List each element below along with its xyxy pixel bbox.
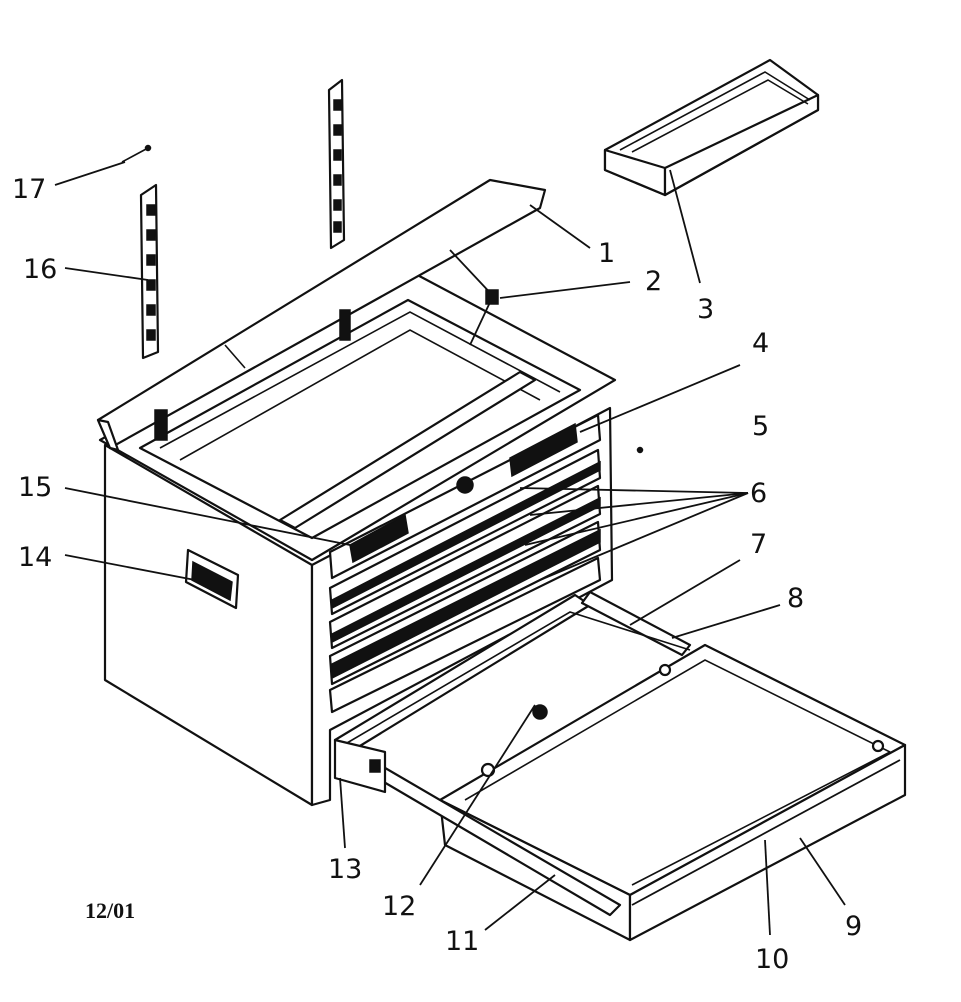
- open-drawer: [333, 590, 907, 942]
- callout-3: 3: [697, 294, 714, 325]
- callout-10: 10: [755, 944, 789, 975]
- hinge-strip-16: [139, 183, 160, 360]
- callout-1: 1: [598, 238, 615, 269]
- hinge-pin: [121, 144, 152, 163]
- leader-17: [54, 161, 126, 186]
- leader-9: [799, 837, 846, 906]
- callout-5: 5: [752, 411, 769, 442]
- leader-10: [764, 839, 771, 936]
- leader-7: [629, 559, 741, 626]
- leader-5-dot: [636, 446, 644, 454]
- leader-6b: [529, 492, 749, 516]
- callout-13: 13: [328, 854, 362, 885]
- hinge-strip-upper: [327, 78, 346, 250]
- lid-stay: [449, 249, 499, 346]
- callout-12: 12: [382, 891, 416, 922]
- callout-8: 8: [787, 583, 804, 614]
- chest-lid: [96, 178, 547, 452]
- date-code: 12/01: [85, 898, 135, 923]
- callout-17: 17: [12, 174, 46, 205]
- leader-16: [64, 267, 149, 281]
- callout-2: 2: [645, 266, 662, 297]
- leader-lines: [54, 161, 846, 936]
- leader-4: [579, 364, 741, 433]
- callout-14: 14: [18, 542, 52, 573]
- leader-1: [529, 204, 591, 249]
- leader-14: [64, 554, 196, 581]
- callout-11: 11: [445, 926, 479, 957]
- callout-7: 7: [750, 529, 767, 560]
- leader-13: [339, 777, 346, 849]
- callout-4: 4: [752, 328, 769, 359]
- leader-6c: [524, 492, 749, 546]
- leader-15: [64, 487, 351, 546]
- callout-16: 16: [23, 254, 57, 285]
- leader-6a: [519, 487, 749, 494]
- callout-6: 6: [750, 478, 767, 509]
- leader-2: [499, 281, 631, 299]
- leader-3: [669, 169, 701, 284]
- tool-tray: [603, 58, 820, 197]
- callout-9: 9: [845, 911, 862, 942]
- callout-labels: 1 2 3 4 5 6 7 8 9 10 11 12 13 14 15 16 1…: [12, 174, 862, 975]
- leader-12: [419, 704, 536, 886]
- drawer-stack: [328, 413, 602, 714]
- leader-6d: [539, 492, 749, 581]
- leader-11: [484, 874, 556, 931]
- leader-8: [671, 604, 781, 639]
- callout-15: 15: [18, 472, 52, 503]
